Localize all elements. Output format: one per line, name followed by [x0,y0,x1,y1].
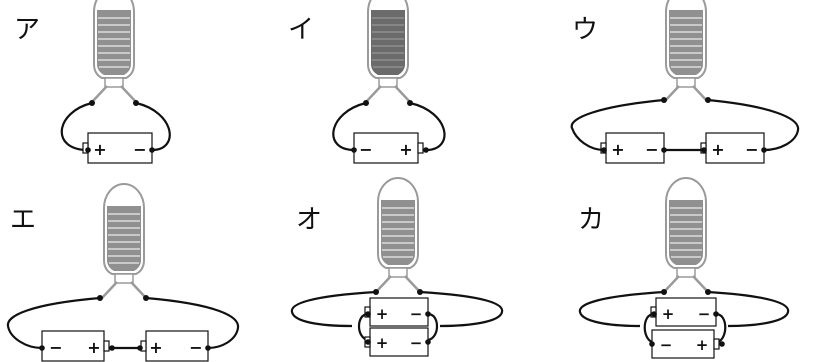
wire-node [363,100,369,106]
wire-node [417,289,423,295]
panel-label: ア [14,15,40,45]
battery-sign: + [611,140,624,159]
panel-u: ウ + − + − [570,0,800,164]
bulb [90,0,138,104]
battery: + − [137,330,211,362]
wire-node [705,97,711,103]
panel-label: カ [578,205,604,235]
battery-sign: + [376,334,389,352]
panel-label: エ [10,205,36,235]
panel-i: イ − + [288,0,446,164]
circuit-wire [570,98,800,152]
bulb [662,0,710,104]
wire-node [133,100,139,106]
battery: − + [351,132,429,164]
wire-node [705,289,711,295]
battery-sign: − [189,338,202,357]
battery-sign: − [698,305,711,323]
battery: + − [600,132,667,164]
battery: + − [364,297,431,327]
battery: + − [650,297,719,327]
battery: − + [649,329,725,359]
battery-sign: − [645,140,658,159]
battery: + − [364,327,431,357]
battery: + − [82,132,155,164]
battery-sign: + [376,305,389,323]
battery-sign: + [87,338,100,357]
battery-sign: + [399,140,412,159]
circuit-wire [332,101,446,152]
battery: + − [700,132,767,164]
bulb [100,183,148,300]
panel-label: オ [296,205,322,235]
circuit-wire [60,101,171,152]
panel-o: オ + − + − [290,177,504,357]
panel-label: イ [288,15,314,45]
panel-a: ア + − [14,0,171,164]
bulb [662,177,710,294]
battery: − + [39,330,115,362]
panel-ka: カ + − − + [578,177,790,359]
wire-node [89,100,95,106]
panel-label: ウ [572,15,598,45]
battery-sign: − [660,336,673,354]
battery-sign: − [410,305,423,323]
battery-sign: − [49,338,62,357]
panel-e: エ − + + − [6,183,240,362]
wire-node [143,295,149,301]
battery-sign: + [696,336,709,354]
wire-node [661,289,667,295]
battery-sign: + [149,338,162,357]
battery-sign: − [133,140,146,159]
wire-node [373,289,379,295]
battery-sign: + [93,140,106,159]
wire-node [97,295,103,301]
battery-sign: + [711,140,724,159]
bulb [364,0,412,104]
wire-node [407,100,413,106]
wire-node [661,97,667,103]
battery-sign: − [745,140,758,159]
battery-sign: + [662,305,675,323]
battery-sign: − [410,334,423,352]
bulb [374,177,422,294]
battery-sign: − [359,140,372,159]
